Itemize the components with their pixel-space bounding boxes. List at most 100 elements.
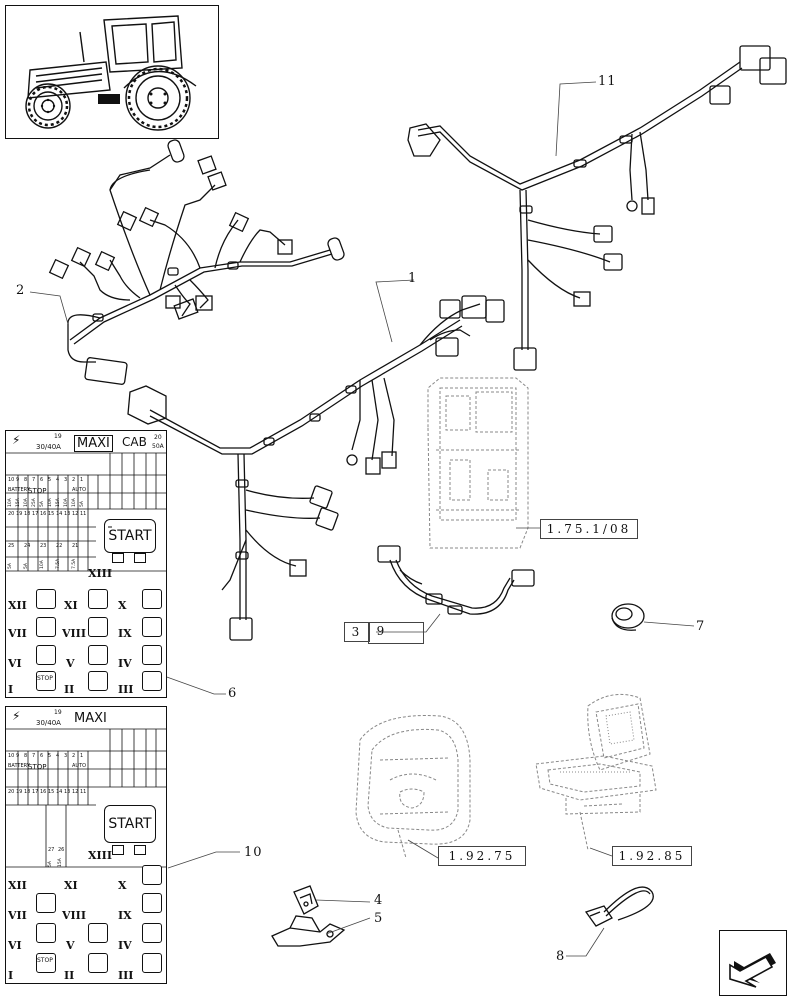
cab-roman-5: V (66, 657, 75, 670)
cab-amp3-cell: 7.5A (72, 558, 77, 569)
tractor-thumbnail (5, 5, 219, 139)
cab-row3-cell: 24 (24, 543, 31, 549)
std-row2-cell: 14 (56, 789, 63, 795)
std-row2-cell: 15 (48, 789, 55, 795)
std-row2-cell: 12 (72, 789, 79, 795)
std-row2-cell: 11 (80, 789, 87, 795)
leader-lines (29, 81, 695, 957)
seat-illustration (535, 693, 657, 851)
std-relay-4 (142, 923, 162, 943)
cab-amp3-cell: 7.5A (56, 558, 61, 569)
cab-row2-cell: 14 (56, 511, 63, 517)
std-roman-12: XII (8, 879, 27, 892)
cab-roman-2: II (64, 683, 75, 696)
std-roman-7: VII (8, 909, 27, 922)
fusebox-std-start-pin-1 (112, 845, 124, 855)
std-roman-2: II (64, 969, 75, 982)
cab-relay-7 (36, 617, 56, 637)
std-row3-cell: 26 (58, 847, 65, 853)
cab-roman-3: III (118, 683, 134, 696)
previous-page-arrow-icon (729, 953, 776, 988)
harness-1 (127, 295, 505, 641)
cab-row1-cell: 6 (40, 477, 44, 483)
fusebox-cab-corner-amp: 50A (152, 443, 164, 450)
cab-relay-8 (88, 617, 108, 637)
ref-ecu[interactable]: 1.75.1/08 (540, 519, 638, 539)
callout-1: 1 (408, 271, 418, 286)
std-row1-cell: 8 (24, 753, 28, 759)
cab-row2-cell: 17 (32, 511, 39, 517)
cab-row2-cell: 12 (72, 511, 79, 517)
cab-amp1-cell: 10A (72, 498, 77, 507)
callout-9: 9 (376, 624, 388, 638)
std-roman-1: I (8, 969, 14, 982)
fusebox-cab-symbol: ⚡ (12, 433, 21, 447)
std-amp3-cell: 15A (58, 858, 63, 867)
fusebox-std-battery-label: BATTERY (8, 763, 30, 769)
fusebox-cab-start: START (104, 519, 156, 553)
cab-row1-cell: 5 (48, 477, 52, 483)
std-row2-cell: 19 (16, 789, 23, 795)
ref-dashboard[interactable]: 1.92.75 (438, 846, 526, 866)
cab-relay-6 (36, 645, 56, 665)
cab-relay-5 (88, 645, 108, 665)
std-roman-13: XIII (88, 849, 112, 862)
cab-roman-4: IV (118, 657, 132, 670)
cab-relay-9 (142, 617, 162, 637)
std-row1-cell: 2 (72, 753, 76, 759)
fusebox-std-top-num: 19 (54, 709, 62, 716)
cab-row1-cell: 9 (16, 477, 20, 483)
cab-row3-cell: 23 (40, 543, 47, 549)
fusebox-std-symbol: ⚡ (12, 709, 21, 723)
std-roman-9: IX (118, 909, 132, 922)
callout-6: 6 (228, 686, 238, 701)
clip-bracket-parts (271, 885, 346, 947)
std-row1-cell: 1 (80, 753, 84, 759)
std-row3-cell: 27 (48, 847, 55, 853)
fusebox-std-auto-label: AUTO (72, 763, 87, 769)
cab-amp3-cell: 5A (24, 563, 29, 569)
callout-10: 10 (244, 845, 263, 860)
ecu-control-unit-illustration (427, 377, 529, 549)
cab-amp1-cell: 5A (40, 501, 45, 507)
callout-11: 11 (598, 74, 617, 89)
std-row1-cell: 6 (40, 753, 44, 759)
cab-relay-4 (142, 645, 162, 665)
previous-page-button[interactable] (719, 930, 787, 996)
std-row1-cell: 10 (8, 753, 15, 759)
fusebox-cab-top-num: 19 (54, 433, 62, 440)
cab-row1-cell: 4 (56, 477, 60, 483)
std-row2-cell: 13 (64, 789, 71, 795)
grommet-part (611, 603, 645, 631)
cab-relay-11 (88, 589, 108, 609)
std-relay-9 (142, 893, 162, 913)
ref-seat[interactable]: 1.92.85 (612, 846, 692, 866)
dashboard-illustration (355, 715, 471, 859)
cab-roman-1: I (8, 683, 14, 696)
cab-roman-10: X (118, 599, 127, 612)
std-row1-cell: 9 (16, 753, 20, 759)
cab-roman-8: VIII (62, 627, 86, 640)
cab-row1-cell: 2 (72, 477, 76, 483)
std-roman-5: V (66, 939, 75, 952)
cab-row1-cell: 7 (32, 477, 36, 483)
callout-9-frame (368, 622, 424, 644)
cab-row3-cell: 21 (72, 543, 79, 549)
cab-relay-10 (142, 589, 162, 609)
callout-8: 8 (556, 949, 566, 964)
std-roman-10: X (118, 879, 127, 892)
std-relay-3 (142, 953, 162, 973)
callout-2: 2 (16, 283, 26, 298)
cab-row2-cell: 18 (24, 511, 31, 517)
fusebox-std-maxi: MAXI (74, 711, 107, 726)
cab-roman-12: XII (8, 599, 27, 612)
jumper-plug-part (584, 886, 654, 927)
std-row2-cell: 16 (40, 789, 47, 795)
fusebox-cab-label: CAB (122, 435, 147, 449)
std-relay-6 (36, 923, 56, 943)
std-row2-cell: 20 (8, 789, 15, 795)
cab-row1-cell: 1 (80, 477, 84, 483)
cab-amp1-cell: 25A (32, 498, 37, 507)
